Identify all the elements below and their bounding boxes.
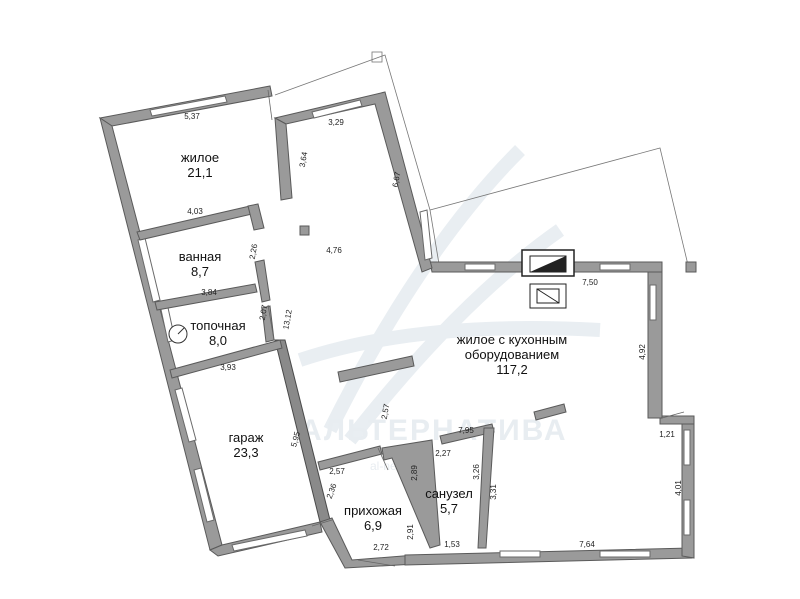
plan-outlines [274, 51, 689, 271]
room-boiler-name: топочная [190, 318, 245, 333]
dim-label: 2,57 [329, 467, 345, 476]
dim-label: 2,07 [258, 304, 270, 321]
room-labels: жилое 21,1 ванная 8,7 топочная 8,0 гараж… [179, 150, 568, 533]
watermark-brand: АЛЬТЕРНАТИВА [300, 414, 568, 447]
dim-label: 3,64 [298, 151, 310, 168]
dim-label: 3,93 [220, 363, 236, 372]
watermark: АЛЬТЕРНАТИВА al-nedv.by [297, 145, 601, 473]
room-bath-name: ванная [179, 249, 222, 264]
dim-label: 7,64 [579, 540, 595, 549]
dim-label: 2,72 [373, 543, 389, 552]
room-garage-name: гараж [229, 430, 264, 445]
dim-label: 3,29 [328, 118, 344, 127]
dim-label: 4,01 [674, 480, 683, 496]
dim-label: 7,95 [458, 426, 474, 435]
room-wc-name: санузел [425, 486, 473, 501]
dim-label: 5,95 [289, 430, 302, 448]
dim-label: 4,76 [326, 246, 342, 255]
dim-label: 2,89 [410, 465, 419, 481]
room-hall-area: 6,9 [364, 518, 382, 533]
dim-label: 6,67 [391, 171, 403, 188]
dim-label: 1,21 [659, 430, 675, 439]
dim-label: 4,03 [187, 207, 203, 216]
room-kitchen-living-area: 117,2 [496, 362, 528, 377]
dimension-labels: 5,37 3,29 3,64 6,67 4,03 2,26 4,76 3,84 … [184, 112, 683, 552]
room-kitchen-living-name2: оборудованием [465, 347, 560, 362]
room-kitchen-living-name: жилое с кухонным [457, 332, 567, 347]
doors [267, 89, 685, 567]
dim-label: 3,31 [489, 484, 498, 500]
dim-label: 2,27 [435, 449, 451, 458]
dim-label: 3,26 [472, 464, 481, 480]
dim-label: 3,84 [201, 288, 217, 297]
room-boiler-area: 8,0 [209, 333, 227, 348]
room-living-name: жилое [181, 150, 219, 165]
interior-walls [136, 203, 697, 549]
room-living-area: 21,1 [187, 165, 212, 180]
dim-label: 2,57 [380, 403, 392, 420]
dim-label: 2,91 [406, 524, 415, 540]
windows [137, 95, 691, 558]
kitchen-equipment [168, 249, 575, 344]
dim-label: 1,53 [444, 540, 460, 549]
dim-label: 7,50 [582, 278, 598, 287]
dim-label: 5,37 [184, 112, 200, 121]
room-bath-area: 8,7 [191, 264, 209, 279]
room-garage-area: 23,3 [233, 445, 258, 460]
room-hall-name: прихожая [344, 503, 402, 518]
dim-label: 2,36 [325, 482, 339, 500]
dim-label: 13,12 [281, 308, 293, 330]
room-wc-area: 5,7 [440, 501, 458, 516]
dim-label: 2,26 [248, 243, 260, 260]
dim-label: 4,92 [638, 344, 647, 360]
